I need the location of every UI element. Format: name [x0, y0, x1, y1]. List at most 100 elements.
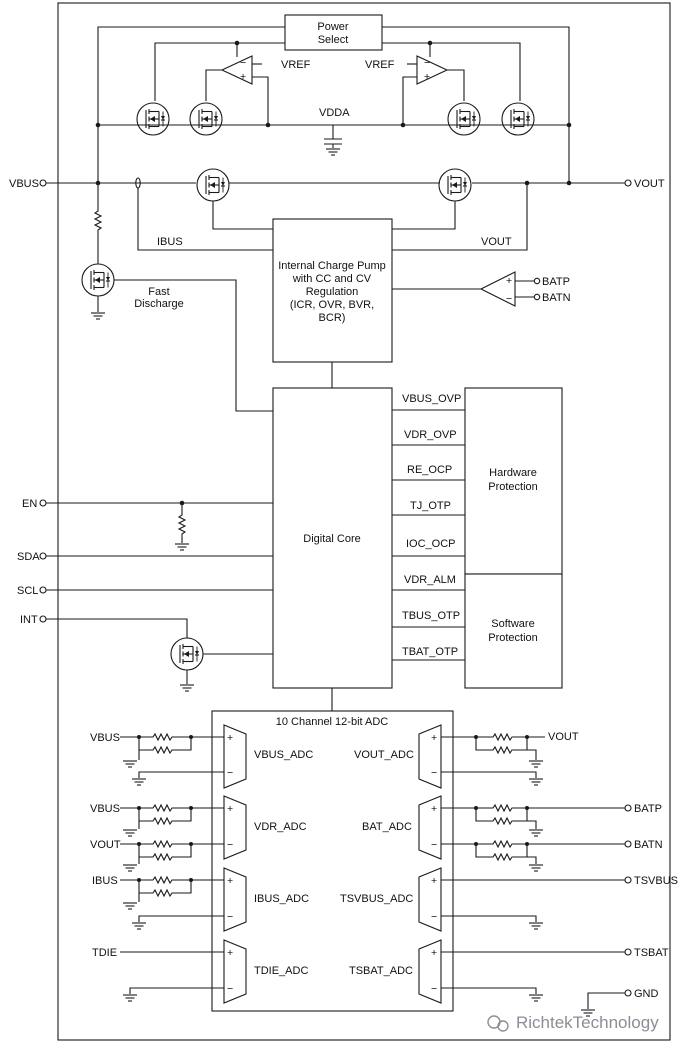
signal-re-ocp: RE_OCP [407, 464, 452, 476]
adc-vout-input: VOUT [548, 731, 579, 743]
adc-vout-channel: + − VOUT_ADC VOUT [354, 724, 579, 789]
vref-left-label: VREF [281, 59, 311, 71]
svg-text:+: + [431, 875, 437, 887]
adc-tdie-channel: + − TDIE_ADC TDIE [92, 939, 308, 1004]
fast-discharge-mosfet [81, 263, 115, 297]
hardware-protection-line2: Protection [488, 481, 538, 493]
pin-batn-adc: BATN [634, 839, 663, 851]
pin-batn: BATN [542, 292, 571, 304]
adc-ibus-label: IBUS_ADC [254, 893, 309, 905]
adc-vbus-label: VBUS_ADC [254, 749, 313, 761]
signal-vdr-ovp: VDR_OVP [404, 429, 457, 441]
signal-tj-otp: TJ_OTP [410, 500, 451, 512]
pin-gnd: GND [634, 988, 659, 1000]
watermark-text: RichtekTechnology [516, 1013, 659, 1032]
int-open-drain-mosfet [170, 637, 204, 671]
watermark-logo-icon [487, 1015, 509, 1032]
svg-text:−: − [431, 839, 437, 851]
digital-core-label: Digital Core [303, 533, 360, 545]
pin-vout: VOUT [634, 178, 665, 190]
svg-text:−: − [240, 57, 246, 69]
charge-pump-block [272, 218, 393, 363]
svg-text:−: − [431, 767, 437, 779]
svg-text:+: + [227, 875, 233, 887]
pin-vbus: VBUS [9, 178, 39, 190]
svg-text:+: + [506, 275, 512, 287]
series-mosfet-right [438, 168, 472, 202]
fast-discharge-line1: Fast [148, 286, 169, 298]
adc-tsvbus-channel: + − TSVBUS_ADC [340, 867, 625, 932]
pin-scl: SCL [17, 585, 38, 597]
adc-tsbat-channel: + − TSBAT_ADC [349, 939, 625, 1004]
adc-bat-label: BAT_ADC [362, 821, 412, 833]
hardware-protection-block [464, 387, 563, 575]
adc-ibus-channel: + − IBUS_ADC IBUS [92, 867, 309, 932]
ibus-label: IBUS [157, 236, 183, 248]
svg-text:−: − [227, 767, 233, 779]
vdda-label: VDDA [319, 107, 350, 119]
svg-text:−: − [227, 911, 233, 923]
pin-sda: SDA [17, 551, 40, 563]
adc-vdr-label: VDR_ADC [254, 821, 307, 833]
adc-title: 10 Channel 12-bit ADC [276, 716, 389, 728]
svg-text:+: + [227, 732, 233, 744]
svg-text:+: + [227, 947, 233, 959]
svg-text:+: + [431, 803, 437, 815]
hardware-protection-line1: Hardware [489, 467, 537, 479]
signal-tbus-otp: TBUS_OTP [402, 610, 460, 622]
vout-internal-label: VOUT [481, 236, 512, 248]
battery-sense-amplifier [479, 271, 516, 307]
chip-outline [57, 2, 671, 1041]
signal-ioc-ocp: IOC_OCP [406, 538, 456, 550]
power-select-line2: Select [318, 34, 349, 46]
adc-vdr-input-vbus: VBUS [90, 803, 120, 815]
svg-text:+: + [431, 732, 437, 744]
adc-tdie-input: TDIE [92, 947, 117, 959]
signal-vdr-alm: VDR_ALM [404, 574, 456, 586]
adc-tsvbus-label: TSVBUS_ADC [340, 893, 413, 905]
adc-vdr-input-vout: VOUT [90, 839, 121, 851]
adc-tdie-label: TDIE_ADC [254, 965, 308, 977]
svg-text:+: + [424, 71, 430, 83]
signal-vbus-ovp: VBUS_OVP [402, 393, 461, 405]
pin-tsbat: TSBAT [634, 947, 669, 959]
adc-tsbat-label: TSBAT_ADC [349, 965, 413, 977]
charge-pump-line3: Regulation [306, 286, 359, 298]
svg-text:−: − [227, 983, 233, 995]
charge-pump-line4: (ICR, OVR, BVR, [290, 299, 374, 311]
adc-vout-label: VOUT_ADC [354, 749, 414, 761]
series-mosfet-left [196, 168, 230, 202]
vref-right-label: VREF [365, 59, 395, 71]
signal-tbat-otp: TBAT_OTP [402, 646, 458, 658]
adc-vbus-channel: + − VBUS_ADC VBUS [90, 724, 313, 789]
power-select-line1: Power [317, 21, 349, 33]
adc-bat-channel: + − BAT_ADC [362, 795, 625, 872]
svg-text:−: − [506, 293, 512, 305]
pin-int: INT [20, 614, 38, 626]
charge-pump-line1: Internal Charge Pump [278, 260, 386, 272]
svg-text:−: − [431, 911, 437, 923]
right-amplifier [416, 55, 449, 85]
digital-core-block [272, 387, 393, 689]
pin-tsvbus: TSVBUS [634, 875, 678, 887]
mosfet-2 [189, 102, 223, 136]
adc-block [211, 710, 454, 1012]
pin-batp: BATP [542, 276, 570, 288]
adc-ibus-input: IBUS [92, 875, 118, 887]
svg-text:+: + [431, 947, 437, 959]
mosfet-3 [447, 102, 481, 136]
svg-text:−: − [227, 839, 233, 851]
svg-text:+: + [227, 803, 233, 815]
left-amplifier [220, 55, 253, 85]
software-protection-line1: Software [491, 618, 534, 630]
svg-text:+: + [240, 71, 246, 83]
adc-vdr-channel: + − VDR_ADC VBUS VOUT [90, 795, 307, 872]
power-select-block [284, 14, 383, 51]
svg-text:−: − [424, 57, 430, 69]
software-protection-line2: Protection [488, 632, 538, 644]
mosfet-1 [136, 102, 170, 136]
mosfet-4 [501, 102, 535, 136]
charge-pump-line5: BCR) [319, 312, 346, 324]
fast-discharge-line2: Discharge [134, 298, 184, 310]
